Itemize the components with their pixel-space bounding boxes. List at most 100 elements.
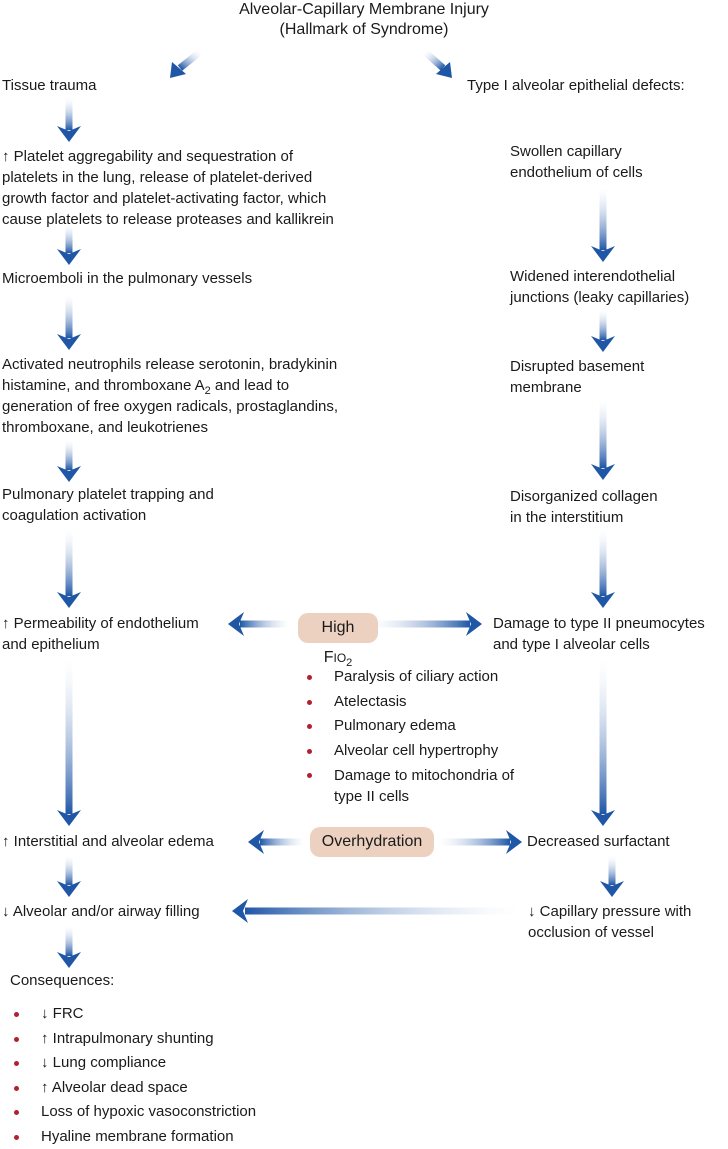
- neutrophils-line-2-text: histamine, and thromboxane A: [2, 377, 205, 394]
- bullet-dot: [14, 1085, 19, 1091]
- bullet-dot: [14, 1061, 19, 1066]
- platelet-line-1: ↑ Platelet aggregability and sequestrati…: [2, 148, 294, 165]
- title-line-2: (Hallmark of Syndrome): [279, 21, 449, 38]
- arrow-overhydration-edema-head: [248, 830, 264, 854]
- arrow-edema-filling-shaft: [65, 856, 73, 885]
- arrow-overhydration-surfactant-head: [506, 830, 522, 854]
- node-microemboli: Microemboli in the pulmonary vessels: [2, 270, 253, 287]
- consequences-label: Consequences:: [10, 972, 115, 989]
- consequence-item: Loss of hypoxic vasoconstriction: [11, 1100, 256, 1125]
- node-interstitial-edema: ↑ Interstitial and alveolar edema: [2, 833, 214, 850]
- node-capillary-pressure: ↓ Capillary pressure with occlusion of v…: [528, 901, 691, 943]
- arrow-swollen-widened-head: [591, 246, 615, 262]
- fio2-effect-text: Alveolar cell hypertrophy: [334, 741, 499, 759]
- arrow-permeability-edema-head: [57, 810, 81, 826]
- platelet-line-3: growth factor and platelet-activating fa…: [2, 190, 327, 207]
- platelet-line-4: cause platelets to release proteases and…: [2, 211, 334, 228]
- node-permeability: ↑ Permeability of endothelium and epithe…: [2, 613, 199, 655]
- bullet-dot: [307, 699, 312, 705]
- arrow-widened-basement-head: [591, 336, 615, 352]
- neutrophils-line-2-tail: and lead to: [210, 377, 290, 394]
- arrow-permeability-edema-shaft: [65, 660, 73, 814]
- node-type1-defects: Type I alveolar epithelial defects:: [467, 77, 685, 94]
- consequence-item: Hyaline membrane formation: [11, 1125, 256, 1149]
- bullet-dot: [307, 773, 312, 778]
- consequence-text: ↑ Intrapulmonary shunting: [41, 1029, 214, 1047]
- node-decreased-surfactant: Decreased surfactant: [527, 833, 670, 850]
- capillary-line-2: occlusion of vessel: [528, 924, 654, 941]
- diag-left-shaft: [177, 49, 203, 71]
- consequences-list: ↓ FRC ↑ Intrapulmonary shunting ↓ Lung com…: [11, 1002, 256, 1149]
- widened-line-1: Widened interendothelial: [510, 268, 676, 285]
- arrow-filling-consequences-head: [57, 952, 81, 968]
- arrow-collagen-damage-shaft: [599, 530, 607, 596]
- arrow-microemboli-neutrophils-head: [57, 334, 81, 350]
- arrow-platelet-microemboli-head: [57, 249, 81, 265]
- diag-left-head: [170, 62, 186, 78]
- node-widened-junctions: Widened interendothelial junctions (leak…: [510, 266, 689, 308]
- node-platelet-trapping: Pulmonary platelet trapping and coagulat…: [2, 484, 214, 526]
- consequence-text: ↓ FRC: [41, 1005, 84, 1022]
- fio2-effect-text: Paralysis of ciliary action: [334, 668, 499, 685]
- bullet-dot: [14, 1134, 19, 1140]
- node-disorganized-collagen: Disorganized collagen in the interstitiu…: [510, 486, 658, 528]
- arrow-edema-filling-head: [57, 881, 81, 897]
- fio2-effect-item: Pulmonary edema: [304, 714, 514, 739]
- fio2-effect-text: Damage to mitochondria of: [334, 767, 515, 784]
- fio2-effect-item: Alveolar cell hypertrophy: [304, 739, 514, 764]
- node-platelet-aggregability: ↑ Platelet aggregability and sequestrati…: [2, 146, 334, 230]
- trapping-line-2: coagulation activation: [2, 507, 147, 524]
- fio2-effects-list: Paralysis of ciliary action Atelectasis …: [304, 665, 514, 807]
- high-fio2-text: High F: [321, 619, 355, 666]
- bullet-dot: [307, 675, 312, 680]
- consequence-text: ↑ Alveolar dead space: [41, 1078, 188, 1096]
- arrow-fio2-damage-shaft: [370, 620, 470, 628]
- trapping-line-1: Pulmonary platelet trapping and: [2, 486, 214, 503]
- capillary-line-1: ↓ Capillary pressure with: [528, 903, 692, 920]
- damage-line-2: and type I alveolar cells: [493, 636, 650, 653]
- neutrophils-line-3: generation of free oxygen radicals, pros…: [2, 398, 339, 415]
- consequence-text: Hyaline membrane formation: [41, 1127, 234, 1145]
- arrow-fio2-damage-head: [466, 612, 482, 636]
- fio2-effect-text: Atelectasis: [334, 692, 407, 710]
- fio2-effect-item: Atelectasis: [304, 690, 514, 715]
- widened-line-2: junctions (leaky capillaries): [510, 289, 690, 306]
- damage-line-1: Damage to type II pneumocytes: [493, 615, 705, 632]
- arrow-elbow-filling-head: [232, 899, 248, 923]
- subscript-2: 2: [204, 385, 211, 397]
- swollen-line-1: Swollen capillary: [510, 143, 622, 160]
- fio2-effect-text-cont: type II cells: [334, 788, 410, 805]
- node-activated-neutrophils: Activated neutrophils release serotonin,…: [2, 354, 338, 438]
- arrow-fio2-permeability-head: [228, 612, 244, 636]
- consequence-text: Loss of hypoxic vasoconstriction: [41, 1103, 257, 1120]
- arrow-filling-consequences-shaft: [65, 926, 73, 956]
- arrow-surfactant-capillary-head: [600, 881, 624, 897]
- arrow-fio2-permeability-shaft: [240, 620, 290, 628]
- neutrophils-line-4: thromboxane, and leukotrienes: [2, 419, 208, 436]
- collagen-line-1: Disorganized collagen: [510, 488, 658, 505]
- permeability-line-1: ↑ Permeability of endothelium: [2, 615, 199, 632]
- permeability-line-2: and epithelium: [2, 636, 100, 653]
- high-fio2-pill: High FIO2: [298, 613, 378, 669]
- arrow-trauma-platelet-shaft: [65, 98, 73, 130]
- arrow-microemboli-neutrophils-shaft: [65, 295, 73, 338]
- consequence-item: ↓ FRC: [11, 1002, 256, 1027]
- high-fio2-smallcaps: IO: [333, 651, 347, 665]
- arrow-swollen-widened-shaft: [599, 188, 607, 250]
- fio2-effect-item: Paralysis of ciliary action: [304, 665, 514, 690]
- basement-line-2: membrane: [510, 379, 582, 396]
- arrow-surfactant-capillary-shaft: [608, 856, 616, 885]
- fio2-effect-item: Damage to mitochondria of type II cells: [304, 763, 514, 807]
- consequence-item: ↓ Lung compliance: [11, 1051, 256, 1076]
- arrow-neutrophils-trapping-shaft: [65, 440, 73, 470]
- overhydration-pill: Overhydration: [310, 827, 434, 857]
- node-swollen-endothelium: Swollen capillary endothelium of cells: [510, 141, 643, 183]
- bullet-dot: [14, 1110, 19, 1115]
- node-damage-pneumocytes: Damage to type II pneumocytes and type I…: [493, 613, 705, 655]
- consequence-item: ↑ Alveolar dead space: [11, 1076, 256, 1101]
- arrow-damage-surfactant-shaft: [599, 660, 607, 814]
- arrow-collagen-damage-head: [591, 592, 615, 608]
- diag-right-head: [436, 62, 452, 78]
- platelet-line-2: platelets in the lung, release of platel…: [2, 169, 313, 186]
- arrow-basement-collagen-shaft: [599, 400, 607, 468]
